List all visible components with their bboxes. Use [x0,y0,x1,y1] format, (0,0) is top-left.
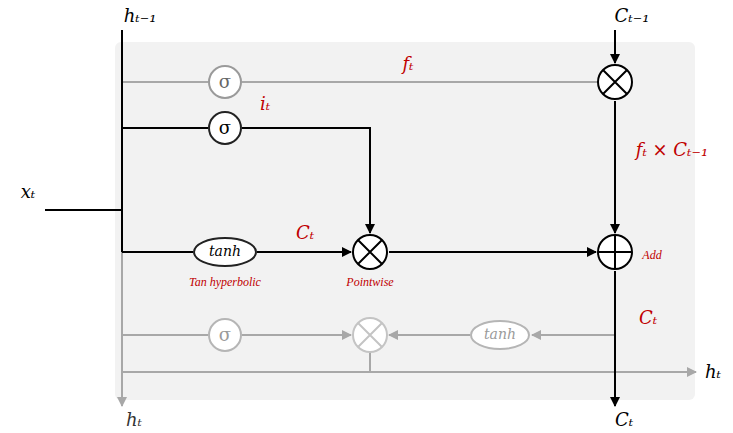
cell-to-tanh-wire [532,334,615,336]
forget-input-wire [122,81,208,83]
candidate-tanh: tanh [193,237,257,267]
tanh-to-product-wire [389,334,470,336]
input-gate: σ [208,111,242,145]
product-to-add-wire [389,251,596,253]
x-input-label: xₜ [21,182,36,202]
cell-out-wire [614,271,616,406]
cell-output-label: Cₜ [615,410,633,430]
output-input-wire [122,334,208,336]
hidden-in-wire [121,30,123,252]
forget-product-wire [614,101,616,233]
forget-product-label: fₜ × Cₜ₋₁ [636,140,709,160]
forget-gate: σ [208,65,242,99]
candidate-signal-label: Cₜ [296,223,314,243]
hidden-right-wire [122,371,696,373]
output-gate: σ [208,318,242,352]
cell-state-label: Cₜ [639,308,657,328]
tanh-note: Tan hyperbolic [189,276,261,289]
gate-label: tanh [484,327,516,342]
x-in-wire [45,209,122,211]
output-gate-wire [242,334,351,336]
gate-label: σ [219,325,231,345]
hidden-output-label: hₜ [126,410,142,430]
gate-label: σ [219,118,231,138]
output-tanh: tanh [470,320,530,350]
forget-signal-label: fₜ [402,54,413,74]
add-symbol [598,235,632,269]
multiply-symbol [598,65,632,99]
input-gate-wire [242,128,370,233]
pointwise-note: Pointwise [346,276,393,289]
forget-gate-wire [242,81,598,83]
multiply-symbol [353,318,387,352]
gate-label: σ [219,72,231,92]
candidate-wire [257,251,351,253]
gate-label: tanh [209,244,241,259]
product-down-wire [369,352,371,372]
cell-input-label: Cₜ₋₁ [615,6,650,26]
multiply-symbol [353,235,387,269]
hidden-input-label: hₜ₋₁ [124,6,157,26]
input-signal-label: iₜ [260,94,270,114]
hidden-output-label: hₜ [705,362,721,382]
add-note: Add [642,249,661,262]
hidden-out-wire [121,252,123,406]
input-gate-in-wire [122,127,208,129]
cell-panel [115,42,695,400]
candidate-in-wire [122,251,193,253]
cell-in-wire [614,30,616,63]
